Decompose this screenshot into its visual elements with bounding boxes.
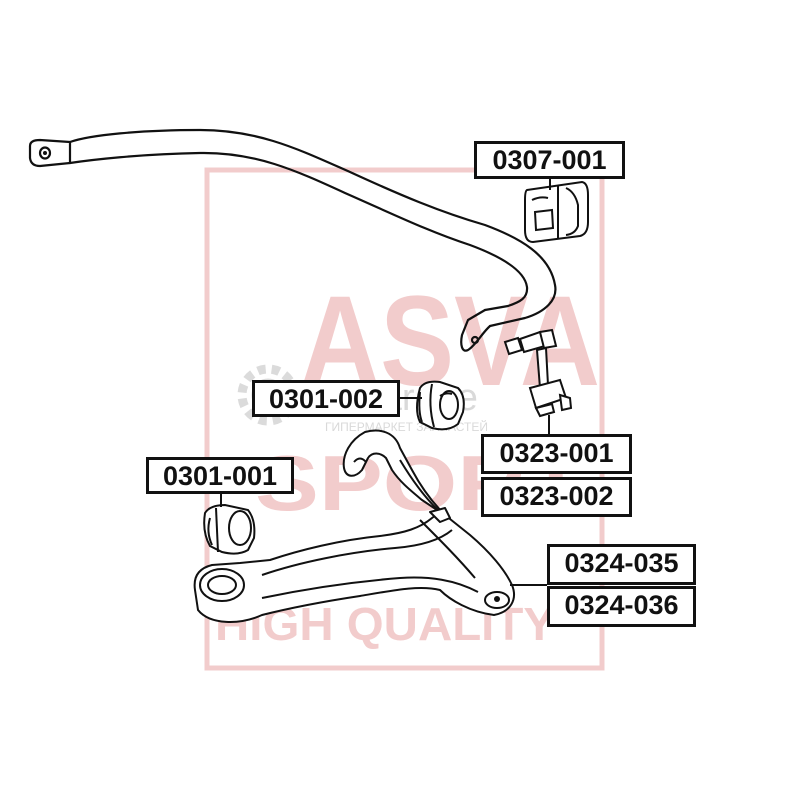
watermark-4garage-tagline: ГИПЕРМАРКЕТ ЗАПЧАСТЕЙ: [325, 419, 488, 434]
arm-bushing-rear-part: [416, 380, 465, 431]
stabilizer-bushing-part: [524, 180, 589, 244]
arm-bushing-front-part: [203, 503, 256, 555]
stabilizer-bar: [28, 128, 557, 352]
lower-control-arm-part: [193, 429, 515, 623]
part-label-arm-bushing-rear[interactable]: 0301-002: [252, 380, 400, 417]
part-label-stabilizer-link-left[interactable]: 0323-001: [481, 434, 632, 474]
part-label-lower-arm-left[interactable]: 0324-035: [547, 544, 696, 585]
part-label-stabilizer-link-right[interactable]: 0323-002: [481, 477, 632, 517]
part-label-stabilizer-bushing[interactable]: 0307-001: [474, 141, 625, 179]
watermark-frame: [204, 167, 605, 671]
stabilizer-link-part: [503, 328, 573, 418]
leader-lines: [220, 179, 551, 586]
part-label-lower-arm-right[interactable]: 0324-036: [547, 586, 696, 627]
part-label-arm-bushing-front[interactable]: 0301-001: [146, 457, 294, 494]
